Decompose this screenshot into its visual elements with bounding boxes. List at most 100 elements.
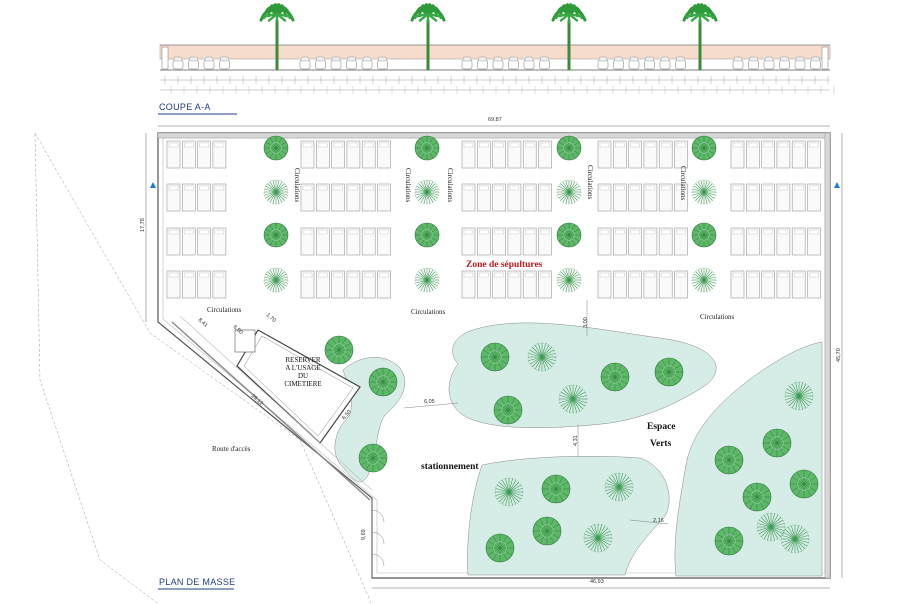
tree-icon (583, 523, 613, 553)
grave-plot (658, 140, 673, 169)
tree-icon (604, 472, 634, 502)
espace-label: Espace (647, 422, 676, 432)
section-tomb (675, 56, 686, 70)
grave-plot (776, 183, 791, 212)
tree-icon (691, 267, 717, 293)
grave-plot (361, 227, 376, 256)
grave-plot (745, 183, 760, 212)
grave-plot (612, 140, 627, 169)
stationnement-label: stationnement (421, 462, 479, 472)
circulations-label-v3: Circulations (446, 168, 454, 203)
grave-plot (761, 270, 775, 299)
plan-title: PLAN DE MASSE (159, 577, 236, 587)
section-tomb (508, 56, 519, 70)
grave-plot (628, 227, 642, 256)
grave-plot (507, 270, 522, 299)
east-wall (824, 132, 831, 579)
dim-6-05: 6,05 (424, 399, 435, 405)
grave-plot (674, 227, 688, 256)
tree-icon (263, 179, 289, 205)
tree-icon (654, 357, 684, 387)
grave-plot (597, 183, 612, 212)
grave-plot (331, 183, 345, 212)
grave-plot (522, 270, 537, 299)
circulations-label-right: Circulations (700, 313, 735, 321)
north-wall (157, 132, 831, 139)
grave-plot (658, 227, 673, 256)
section-tomb (188, 56, 199, 70)
grave-plot (761, 140, 775, 169)
circulations-label-center: Circulations (411, 308, 446, 316)
dim-6-05 (403, 402, 459, 409)
section-tomb (613, 56, 624, 70)
grave-plot (791, 270, 806, 299)
zone-label: Zone de sépultures (466, 260, 543, 270)
palm-tree-icon (410, 3, 446, 70)
grave-plot (807, 183, 821, 212)
grave-plot (730, 227, 745, 256)
section-tomb (539, 56, 550, 70)
tree-icon (494, 477, 524, 507)
grave-plot (315, 270, 330, 299)
grave-plot (522, 183, 537, 212)
tree-icon (263, 267, 289, 293)
section-tomb (748, 56, 759, 70)
grave-plot (361, 270, 376, 299)
grave-plot (166, 270, 181, 299)
grave-plot (538, 227, 552, 256)
grave-plot (807, 227, 821, 256)
grave-plot (346, 183, 361, 212)
grave-plot (361, 140, 376, 169)
grave-plot (346, 270, 361, 299)
section-a-a (159, 3, 835, 94)
grave-plot (166, 227, 181, 256)
grave-plot (315, 227, 330, 256)
grave-plot (476, 227, 491, 256)
tree-icon (691, 179, 717, 205)
grave-plot (212, 227, 227, 256)
section-tomb (779, 56, 790, 70)
section-marker-right (834, 182, 840, 188)
grave-plot (507, 227, 522, 256)
circulations-label-v5: Circulations (679, 166, 687, 201)
diagonal-wall-2 (179, 315, 373, 491)
grave-plot (628, 140, 642, 169)
grave-plot (761, 183, 775, 212)
grave-plot (476, 183, 491, 212)
grave-plot (461, 140, 476, 169)
grave-plot (377, 183, 391, 212)
grave-plot (300, 140, 315, 169)
grave-plot (331, 270, 345, 299)
section-tomb (477, 56, 488, 70)
grave-plot (182, 227, 196, 256)
tree-icon (714, 526, 744, 556)
section-tomb (315, 56, 326, 70)
dim-right-height: 45,70 (836, 348, 842, 362)
grave-plot (776, 140, 791, 169)
grave-plot (315, 140, 330, 169)
grave-plot (476, 270, 491, 299)
section-tomb (330, 56, 342, 70)
grave-plot (628, 183, 642, 212)
grave-plot (522, 227, 537, 256)
tree-icon (358, 443, 388, 473)
circulations-label-left: Circulations (207, 306, 242, 314)
dim-bottom-width: 46,93 (590, 579, 604, 585)
dim-3-00: 3,00 (583, 317, 589, 328)
section-tomb (628, 56, 640, 70)
grave-plot (507, 140, 522, 169)
grave-plot (346, 227, 361, 256)
grave-plot (745, 270, 760, 299)
grave-plot (776, 270, 791, 299)
dim-2-16: 2,16 (653, 518, 664, 524)
tree-icon (762, 428, 792, 458)
tree-icon (368, 367, 398, 397)
tree-icon (480, 342, 510, 372)
tree-icon (784, 381, 814, 411)
grave-plot (643, 270, 658, 299)
grave-plot (538, 183, 552, 212)
grave-plot (461, 270, 476, 299)
grave-plot (461, 183, 476, 212)
tree-icon (756, 512, 786, 542)
